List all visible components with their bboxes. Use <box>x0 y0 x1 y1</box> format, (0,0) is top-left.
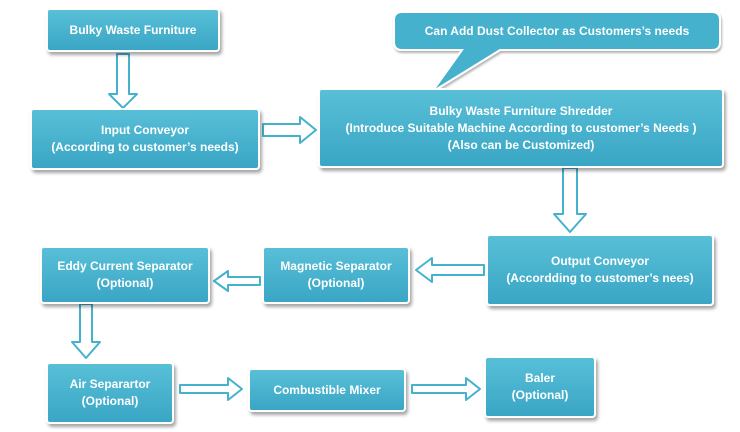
arrow-input-to-shredder <box>262 116 317 144</box>
node-sublabel: (Optional) <box>307 276 365 290</box>
node-baler: Baler (Optional) <box>484 356 596 418</box>
callout-text: Can Add Dust Collector as Customers’s ne… <box>424 24 690 38</box>
node-combustible-mixer: Combustible Mixer <box>248 368 406 412</box>
node-label: Output Conveyor <box>551 254 649 268</box>
node-label: Bulky Waste Furniture Shredder <box>429 103 613 118</box>
arrow-output-to-magnetic <box>415 257 485 283</box>
node-sublabel: (Accordding to customer’s nees) <box>506 271 694 285</box>
arrow-magnetic-to-eddy <box>213 270 261 292</box>
callout-bubble <box>393 11 721 93</box>
node-label: Eddy Current Separator <box>57 259 193 273</box>
node-label: Input Conveyor <box>100 123 189 137</box>
node-sublabel: (Introduce Suitable Machine According to… <box>345 120 697 135</box>
node-label: Bulky Waste Furniture <box>69 22 197 37</box>
arrow-air-to-mixer <box>179 377 243 401</box>
node-eddy-current-separator: Eddy Current Separator (Optional) <box>40 246 210 304</box>
node-air-separator: Air Separartor (Optional) <box>46 362 174 424</box>
node-sublabel: (Optional) <box>511 388 569 402</box>
node-output-conveyor: Output Conveyor (Accordding to customer’… <box>486 234 714 306</box>
node-sublabel: (According to customer’s needs) <box>51 140 239 154</box>
arrow-furniture-to-input <box>108 53 138 109</box>
node-sublabel: (Optional) <box>81 394 139 408</box>
arrow-mixer-to-baler <box>411 377 481 401</box>
node-label: Baler <box>524 371 556 385</box>
node-shredder: Bulky Waste Furniture Shredder (Introduc… <box>318 88 724 168</box>
arrow-eddy-to-air <box>71 303 101 359</box>
node-bulky-waste-furniture: Bulky Waste Furniture <box>46 8 220 52</box>
node-label: Combustible Mixer <box>273 382 381 397</box>
node-sublabel: (Also can be Customized) <box>447 137 595 152</box>
arrow-shredder-to-output <box>553 167 587 233</box>
node-magnetic-separator: Magnetic Separator (Optional) <box>262 246 410 304</box>
node-input-conveyor: Input Conveyor (According to customer’s … <box>30 108 260 170</box>
node-label: Air Separartor <box>69 377 151 391</box>
node-sublabel: (Optional) <box>96 276 154 290</box>
node-label: Magnetic Separator <box>280 259 392 273</box>
